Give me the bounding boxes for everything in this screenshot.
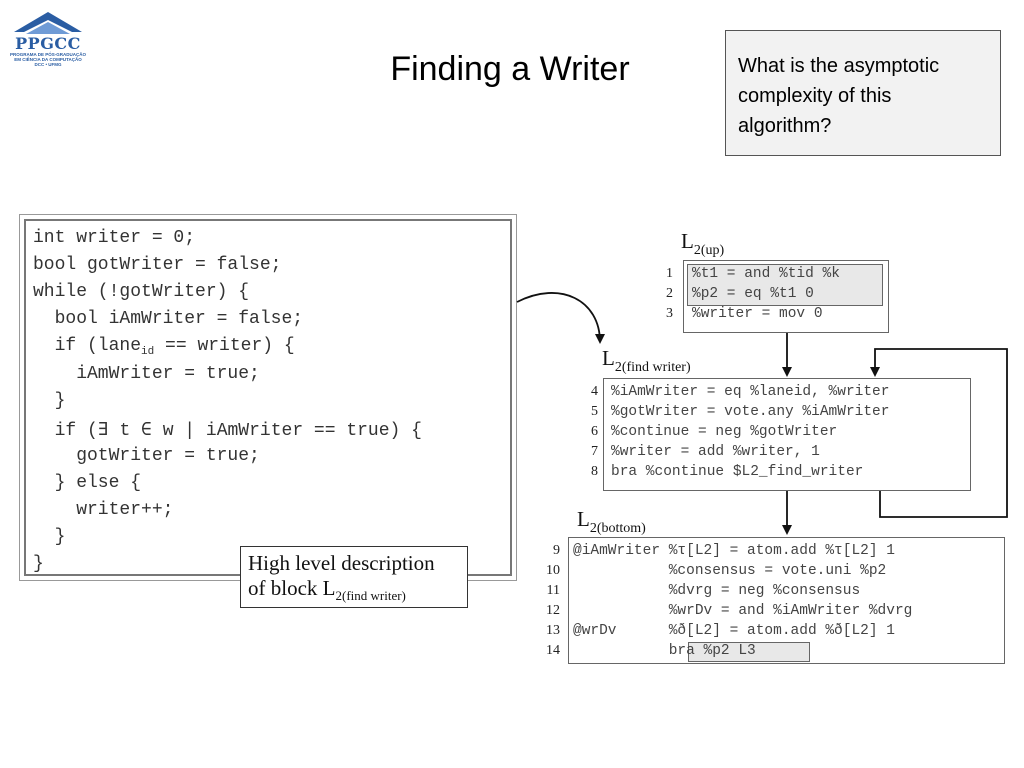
asm-line: %wrDv = and %iAmWriter %dvrg <box>573 603 913 619</box>
line-number: 9 <box>553 543 560 558</box>
block-find-writer <box>603 378 971 491</box>
asm-line: %dvrg = neg %consensus <box>573 583 861 599</box>
line-number: 5 <box>591 404 598 419</box>
high-level-label: High level description of block L2(find … <box>240 546 468 608</box>
line-number: 13 <box>546 623 560 638</box>
line-number: 10 <box>546 563 560 578</box>
line-number: 8 <box>591 464 598 479</box>
line-number: 4 <box>591 384 598 399</box>
question-box: What is the asymptotic complexity of thi… <box>725 30 1001 156</box>
asm-line: %iAmWriter = eq %laneid, %writer <box>611 384 890 400</box>
asm-line: %consensus = vote.uni %p2 <box>573 563 887 579</box>
ppgcc-logo: PPGCC PROGRAMA DE PÓS-GRADUAÇÃO EM CIÊNC… <box>6 6 90 70</box>
asm-line: @iAmWriter %τ[L2] = atom.add %τ[L2] 1 <box>573 543 895 559</box>
block-up-highlight <box>687 264 883 306</box>
asm-line: %t1 = and %tid %k <box>692 266 840 282</box>
logo-subtitle: PROGRAMA DE PÓS-GRADUAÇÃO EM CIÊNCIA DA … <box>9 52 87 67</box>
loop-back-arrow <box>870 348 1008 518</box>
line-number: 11 <box>546 583 560 598</box>
curved-pointer-arrow <box>516 292 605 344</box>
line-number: 6 <box>591 424 598 439</box>
logo-roof-icon <box>14 12 82 34</box>
asm-line: %continue = neg %gotWriter <box>611 424 838 440</box>
logo-name: PPGCC <box>15 34 81 53</box>
line-number: 2 <box>666 286 673 301</box>
block-find-label: L2(find writer) <box>602 346 691 375</box>
line-number: 12 <box>546 603 560 618</box>
code-line: bool iAmWriter = false; <box>33 309 304 329</box>
slide-title: Finding a Writer <box>390 50 630 88</box>
code-line: writer++; <box>33 500 174 520</box>
asm-line: %writer = add %writer, 1 <box>611 444 820 460</box>
asm-line: %p2 = eq %t1 0 <box>692 286 814 302</box>
code-line: if (∃ t ∈ w | iAmWriter == true) { <box>33 421 422 441</box>
asm-line: bra %p2 L3 <box>573 643 756 659</box>
line-number: 14 <box>546 643 560 658</box>
line-number: 1 <box>666 266 673 281</box>
block-bottom-highlight <box>688 642 810 662</box>
asm-line: %gotWriter = vote.any %iAmWriter <box>611 404 890 420</box>
code-line: int writer = 0; <box>33 228 196 248</box>
asm-line: %writer = mov 0 <box>692 306 823 322</box>
code-line: } else { <box>33 473 142 493</box>
code-line: } <box>33 527 66 547</box>
code-line: bool gotWriter = false; <box>33 255 282 275</box>
code-line: } <box>33 554 44 574</box>
line-number: 7 <box>591 444 598 459</box>
asm-line: @wrDv %ð[L2] = atom.add %ð[L2] 1 <box>573 623 895 639</box>
code-line: } <box>33 391 66 411</box>
block-bottom-label: L2(bottom) <box>577 507 646 536</box>
asm-line: bra %continue $L2_find_writer <box>611 464 864 480</box>
line-number: 3 <box>666 306 673 321</box>
code-line: iAmWriter = true; <box>33 364 260 384</box>
code-line: gotWriter = true; <box>33 446 260 466</box>
code-line-lane: if (laneid == writer) { <box>33 336 295 358</box>
block-up-label: L2(up) <box>681 229 725 258</box>
code-line: while (!gotWriter) { <box>33 282 250 302</box>
